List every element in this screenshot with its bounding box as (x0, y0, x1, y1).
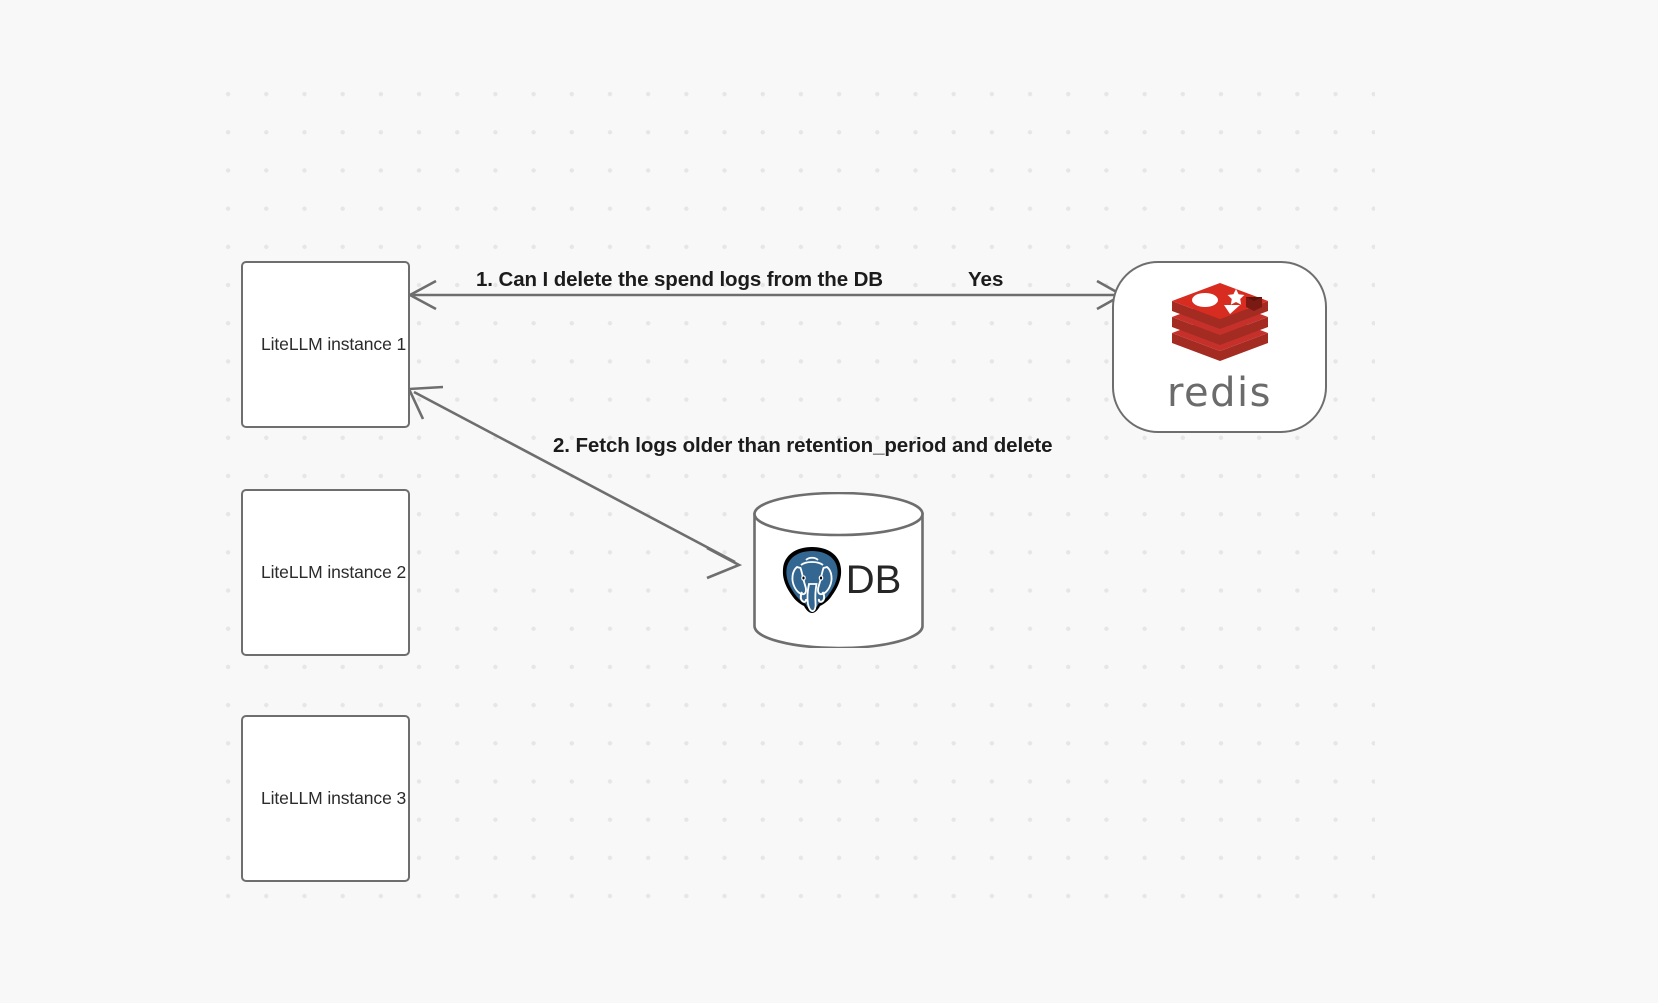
node-litellm-instance-1[interactable]: LiteLLM instance 1 (241, 261, 410, 428)
redis-logo-icon (1171, 283, 1268, 361)
node-label: LiteLLM instance 2 (261, 562, 407, 582)
db-label: DB (845, 558, 902, 602)
edge-label-step-2: 2. Fetch logs older than retention_perio… (553, 434, 1053, 457)
edge-label-step-1: 1. Can I delete the spend logs from the … (476, 268, 884, 291)
node-redis[interactable]: redis (1112, 261, 1327, 433)
edge-label-yes: Yes (968, 268, 1004, 291)
node-litellm-instance-3[interactable]: LiteLLM instance 3 (241, 715, 410, 882)
postgresql-elephant-icon (782, 547, 841, 613)
node-label: LiteLLM instance 1 (261, 334, 407, 354)
redis-wordmark: redis (1166, 370, 1273, 416)
node-label: LiteLLM instance 3 (261, 788, 407, 808)
node-litellm-instance-2[interactable]: LiteLLM instance 2 (241, 489, 410, 656)
edge-step-2-arrow (407, 385, 743, 580)
node-database[interactable]: DB (752, 492, 925, 648)
